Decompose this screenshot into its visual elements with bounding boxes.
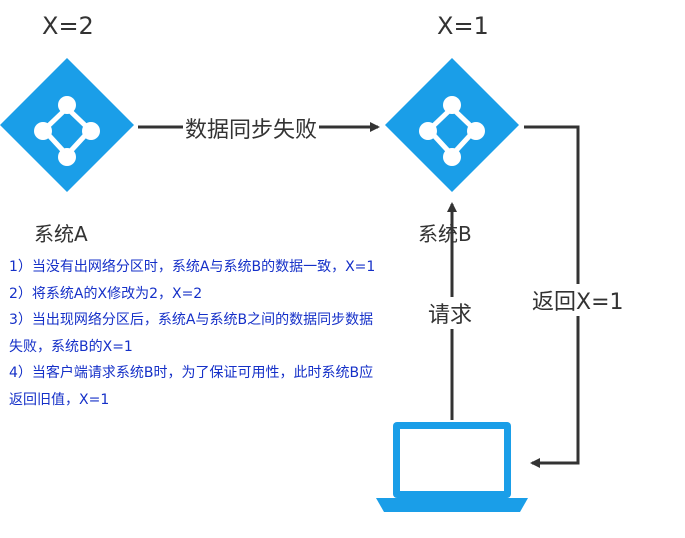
request-label: 请求 xyxy=(426,297,475,329)
system-a-icon xyxy=(0,58,134,192)
laptop-icon xyxy=(376,422,528,512)
system-b-label: 系统B xyxy=(418,222,472,246)
system-b-icon xyxy=(385,58,519,192)
system-b-x-value: X=1 xyxy=(437,12,489,40)
note-item: 2）将系统A的X修改为2，X=2 xyxy=(9,285,203,302)
return-label: 返回X=1 xyxy=(530,284,626,316)
system-a-label: 系统A xyxy=(34,222,88,246)
notes-block: 1）当没有出网络分区时，系统A与系统B的数据一致，X=1 2）将系统A的X修改为… xyxy=(9,254,384,413)
note-item: 4）当客户端请求系统B时，为了保证可用性，此时系统B应返回旧值，X=1 xyxy=(9,365,374,408)
note-item: 1）当没有出网络分区时，系统A与系统B的数据一致，X=1 xyxy=(9,259,376,275)
note-item: 3）当出现网络分区后，系统A与系统B之间的数据同步数据失败，系统B的X=1 xyxy=(9,312,374,355)
sync-fail-label: 数据同步失败 xyxy=(183,112,320,144)
system-a-x-value: X=2 xyxy=(42,12,94,40)
